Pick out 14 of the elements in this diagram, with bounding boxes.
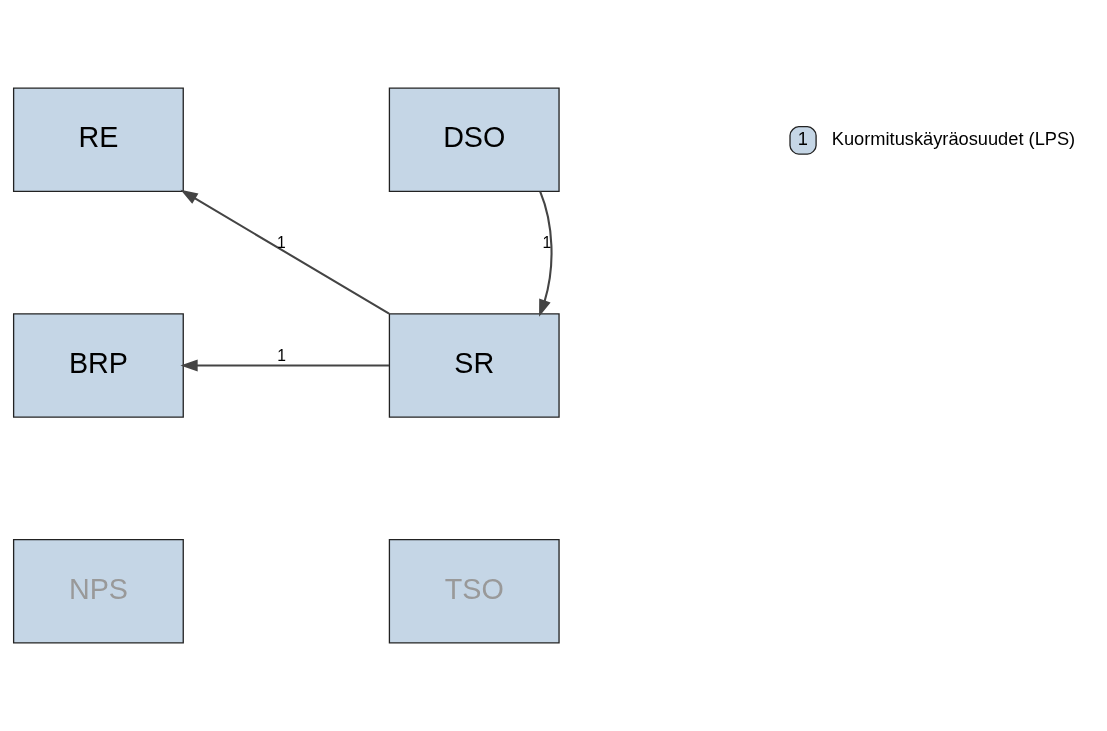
arrow	[539, 191, 553, 317]
edge-label: 1	[277, 233, 286, 251]
node-box: SR	[388, 313, 560, 418]
node-box: TSO	[388, 539, 560, 644]
node-box: DSO	[388, 87, 560, 192]
legend-label: Kuormituskäyräosuudet (LPS)	[831, 128, 1076, 150]
label: 1	[797, 128, 808, 150]
edge-label: 1	[277, 347, 286, 365]
node-box: NPS	[12, 539, 184, 644]
node-box: RE	[12, 87, 184, 192]
arrow	[180, 359, 390, 372]
edge-label: 1	[542, 233, 552, 251]
arrow	[180, 189, 390, 315]
node-box: BRP	[12, 313, 184, 418]
